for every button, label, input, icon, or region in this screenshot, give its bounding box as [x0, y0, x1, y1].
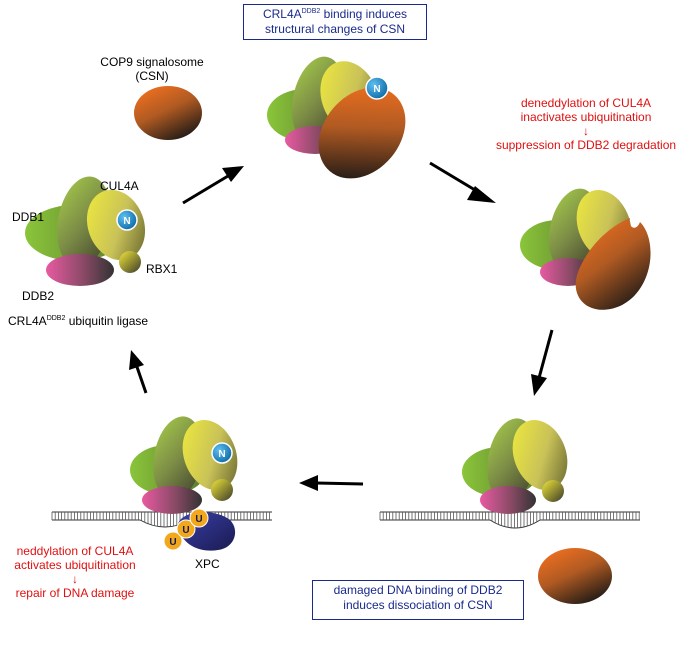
rbx1-shape [542, 480, 564, 502]
cycle-arrows [129, 161, 554, 491]
ddb2-label: DDB2 [22, 289, 55, 303]
bottom-box-line1: damaged DNA binding of DDB2 [333, 583, 503, 597]
arrow-to-right-head [467, 186, 496, 203]
arrow-to-left [315, 481, 364, 486]
nedd8-label: N [373, 84, 380, 95]
rbx1-shape [119, 251, 141, 273]
csn-bound-shape [318, 87, 406, 179]
cul4a-shape [512, 420, 568, 490]
ligase-complex-bottom-right [462, 418, 568, 514]
neddylation-line3: repair of DNA damage [15, 586, 135, 600]
xpc-label: XPC [195, 557, 220, 571]
nedd8-badge [365, 76, 389, 100]
dna-strand-right [379, 511, 640, 529]
title-box-sup: DDB2 [301, 8, 321, 15]
ubiquitin-1-icon [163, 531, 183, 551]
ligase-name-rest: ubiquitin ligase [65, 314, 149, 328]
ddb2-shape [46, 254, 114, 286]
deneddylation-line3: suppression of DDB2 degradation [495, 138, 677, 152]
ubiquitin-3-icon [189, 508, 209, 528]
bottom-box-line2: induces dissociation of CSN [343, 598, 493, 612]
ligase-name: CRL4ADDB2 ubiquitin ligase [8, 314, 148, 328]
ddb1-label: DDB1 [12, 210, 45, 224]
csn-label: COP9 signalosome (CSN) [92, 55, 212, 83]
title-box-line2: structural changes of CSN [264, 22, 406, 36]
ligase-complex-bottom-left [130, 416, 238, 514]
arrow-down-right [537, 329, 554, 379]
bottom-box: damaged DNA binding of DDB2 induces diss… [312, 580, 524, 620]
ddb2-shape [142, 486, 202, 514]
title-box-text-rest: binding induces [320, 7, 408, 21]
arrow-up-left-head [129, 350, 144, 370]
rbx1-shape [211, 479, 233, 501]
ligase-name-main: CRL4A [8, 314, 47, 328]
neddylation-line2: activates ubiquitination [14, 558, 136, 572]
title-box-text: CRL4A [262, 7, 302, 21]
title-box: CRL4ADDB2 binding induces structural cha… [243, 4, 427, 40]
ligase-complex-top-left [25, 176, 146, 286]
nedd8-label: N [123, 216, 130, 227]
deneddylation-text: deneddylation of CUL4A inactivates ubiqu… [476, 96, 693, 152]
csn-bound-shape [575, 218, 651, 310]
csn-label-line2: (CSN) [135, 69, 169, 83]
deneddylation-arrow-icon: ↓ [583, 124, 589, 138]
neddylation-text: neddylation of CUL4A activates ubiquitin… [0, 544, 150, 600]
ubiquitin-3-label: U [195, 514, 202, 525]
rbx1-label: RBX1 [146, 262, 178, 276]
csn-free-shape [134, 86, 202, 140]
ubiquitin-1-label: U [169, 537, 176, 548]
deneddylation-line1: deneddylation of CUL4A [520, 96, 652, 110]
nedd8-badge [211, 442, 233, 464]
arrow-down-right-head [531, 374, 547, 396]
ligase-csn-complex-right [520, 188, 651, 310]
arrow-to-left-head [299, 475, 318, 491]
nedd8-label: N [218, 449, 225, 460]
ligase-csn-complex-top [267, 56, 406, 179]
cul4a-shape [182, 420, 238, 490]
deneddylation-line2: inactivates ubiquitination [520, 110, 652, 124]
csn-label-line1: COP9 signalosome [100, 55, 204, 69]
xpc-complex: U U U [163, 508, 236, 551]
dna-strand-left [51, 511, 272, 528]
ubiquitin-2-icon [176, 519, 196, 539]
ddb2-shape [480, 486, 536, 514]
arrow-up-left [135, 366, 148, 394]
arrow-to-top-head [222, 166, 244, 182]
ubiquitin-2-label: U [182, 525, 189, 536]
ligase-name-sup: DDB2 [46, 315, 66, 322]
neddylation-line1: neddylation of CUL4A [16, 544, 134, 558]
cul4a-shape [86, 189, 146, 261]
cul4a-label: CUL4A [100, 179, 139, 193]
arrow-to-right [429, 161, 481, 195]
nedd8-badge [116, 209, 138, 231]
csn-dissociated-shape [538, 548, 612, 604]
neddylation-arrow-icon: ↓ [72, 572, 78, 586]
arrow-to-top [182, 174, 229, 205]
